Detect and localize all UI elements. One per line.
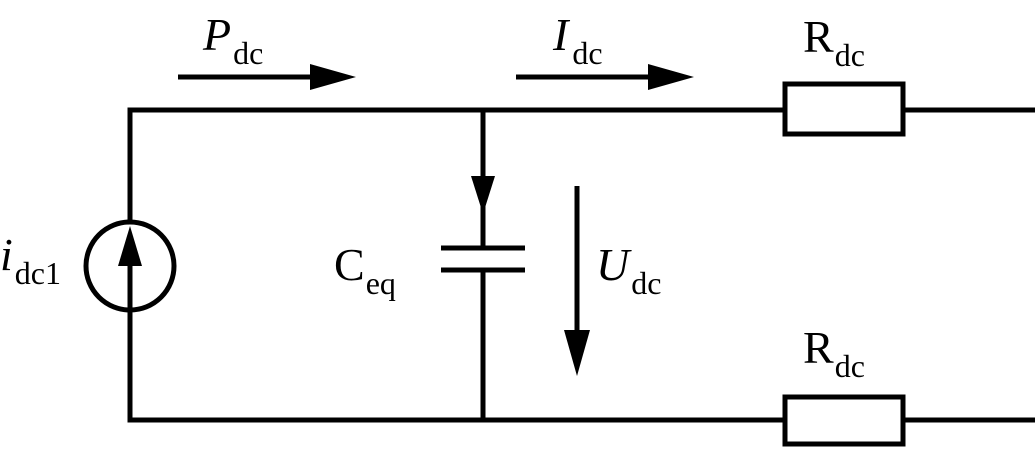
resistor-top-label: Rdc (803, 11, 865, 73)
current-source (83, 219, 177, 313)
voltage-arrow (564, 186, 590, 376)
wires (127, 107, 1035, 423)
resistor-bottom (782, 394, 906, 447)
capacitor-label: Ceq (334, 239, 396, 301)
resistor-top (782, 81, 906, 137)
capacitor (441, 245, 525, 273)
voltage-label: Udc (596, 239, 661, 301)
resistor-bottom-label: Rdc (803, 322, 865, 384)
current-source-arrow-head (118, 226, 142, 266)
power-arrow (178, 64, 356, 90)
current-arrow (516, 64, 694, 90)
power-label: Pdc (202, 9, 263, 71)
capacitor-current-arrow (471, 176, 495, 214)
source-label: idc1 (0, 229, 61, 291)
